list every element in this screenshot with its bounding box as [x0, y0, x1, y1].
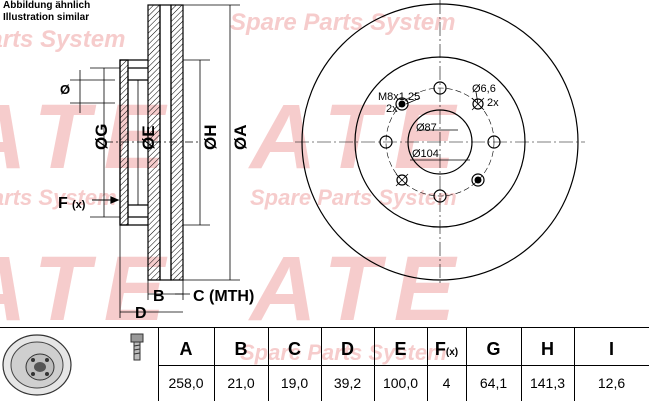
dim-label-E: ØE	[139, 125, 158, 150]
header-F-letter: F	[434, 339, 446, 359]
dim-label-F-sub: (x)	[72, 199, 86, 211]
hat-wall	[119, 59, 129, 226]
illustration-note-en: Illustration similar	[3, 12, 90, 23]
dim-label-H: ØH	[201, 125, 220, 151]
screw-icon	[130, 333, 144, 361]
dim-label-D: D	[135, 305, 147, 322]
hub-label: Ø87	[416, 122, 437, 134]
watermark-tagline-bottom: Spare Parts System	[240, 340, 447, 365]
value-E: 100,0	[382, 375, 419, 391]
table-col-divider	[374, 327, 376, 401]
dim-label-B: B	[153, 288, 165, 305]
watermark-tagline-top: Spare Parts System	[230, 9, 455, 36]
thread-label: M8x1,25	[378, 91, 420, 103]
bolt-hole-left	[379, 135, 393, 149]
dim-label-phi: Ø	[60, 82, 70, 97]
table-col-divider	[214, 327, 216, 401]
table-col-divider	[521, 327, 523, 401]
value-C: 19,0	[280, 375, 309, 391]
bolt-hole-bottom	[433, 189, 447, 203]
thread-count-label: 2x	[386, 103, 398, 115]
thread-hole-1	[395, 97, 409, 111]
watermark-brand-bottom: ATE	[248, 238, 469, 340]
pcd-label: Ø104	[412, 148, 439, 160]
header-E: E	[394, 339, 407, 359]
hole-count-label: 2x	[487, 97, 499, 109]
dim-label-A: ØA	[231, 125, 250, 151]
table-col-divider	[574, 327, 576, 401]
table-col-divider	[158, 327, 160, 401]
vent-channel	[159, 4, 172, 281]
table-row-divider	[158, 365, 649, 367]
watermark-brand-mid: ATE	[248, 86, 469, 188]
value-B: 21,0	[227, 375, 255, 391]
value-A: 258,0	[168, 375, 204, 391]
small-hole-1	[472, 98, 484, 110]
watermark-brand-bottom-left: ATE	[0, 238, 179, 340]
illustration-note-de: Abbildung ähnlich	[3, 0, 91, 11]
header-H: H	[541, 339, 554, 359]
spec-table	[0, 327, 649, 402]
header-F: F(x)	[427, 337, 466, 361]
hole-label: Ø6,6	[472, 83, 496, 95]
side-view-drawing: Ø ØG ØE ØH ØA F (x) B C (MTH) D	[58, 4, 254, 322]
header-G: G	[486, 339, 501, 359]
watermark-tagline-mid: Spare Parts System	[250, 185, 457, 210]
value-H: 141,3	[529, 375, 566, 391]
front-view-drawing: M8x1,25 2x Ø6,6 2x Ø87 Ø104	[295, 0, 585, 285]
table-col-divider	[427, 327, 429, 401]
bolt-hole-top	[433, 81, 447, 95]
dim-label-G: ØG	[92, 124, 111, 150]
header-I: I	[608, 339, 614, 359]
dim-label-F: F	[58, 195, 68, 212]
table-col-divider	[321, 327, 323, 401]
value-F: 4	[442, 375, 451, 391]
table-col-divider	[466, 327, 468, 401]
header-B: B	[234, 339, 248, 359]
watermark-tagline-left: Spare Parts System	[0, 26, 125, 53]
dim-label-C: C (MTH)	[193, 288, 254, 305]
header-F-sub: (x)	[445, 347, 459, 358]
table-col-divider	[268, 327, 270, 401]
thread-hole-2	[471, 173, 485, 187]
value-D: 39,2	[333, 375, 362, 391]
disc-thumbnail-icon	[2, 334, 72, 396]
small-hole-2	[396, 174, 408, 186]
header-A: A	[179, 339, 193, 359]
value-I: 12,6	[597, 375, 626, 391]
header-D: D	[341, 339, 354, 359]
value-G: 64,1	[479, 375, 508, 391]
header-C: C	[288, 339, 301, 359]
watermark-tagline-mid-left: Spare Parts System	[0, 185, 117, 210]
bolt-hole-right	[487, 135, 501, 149]
